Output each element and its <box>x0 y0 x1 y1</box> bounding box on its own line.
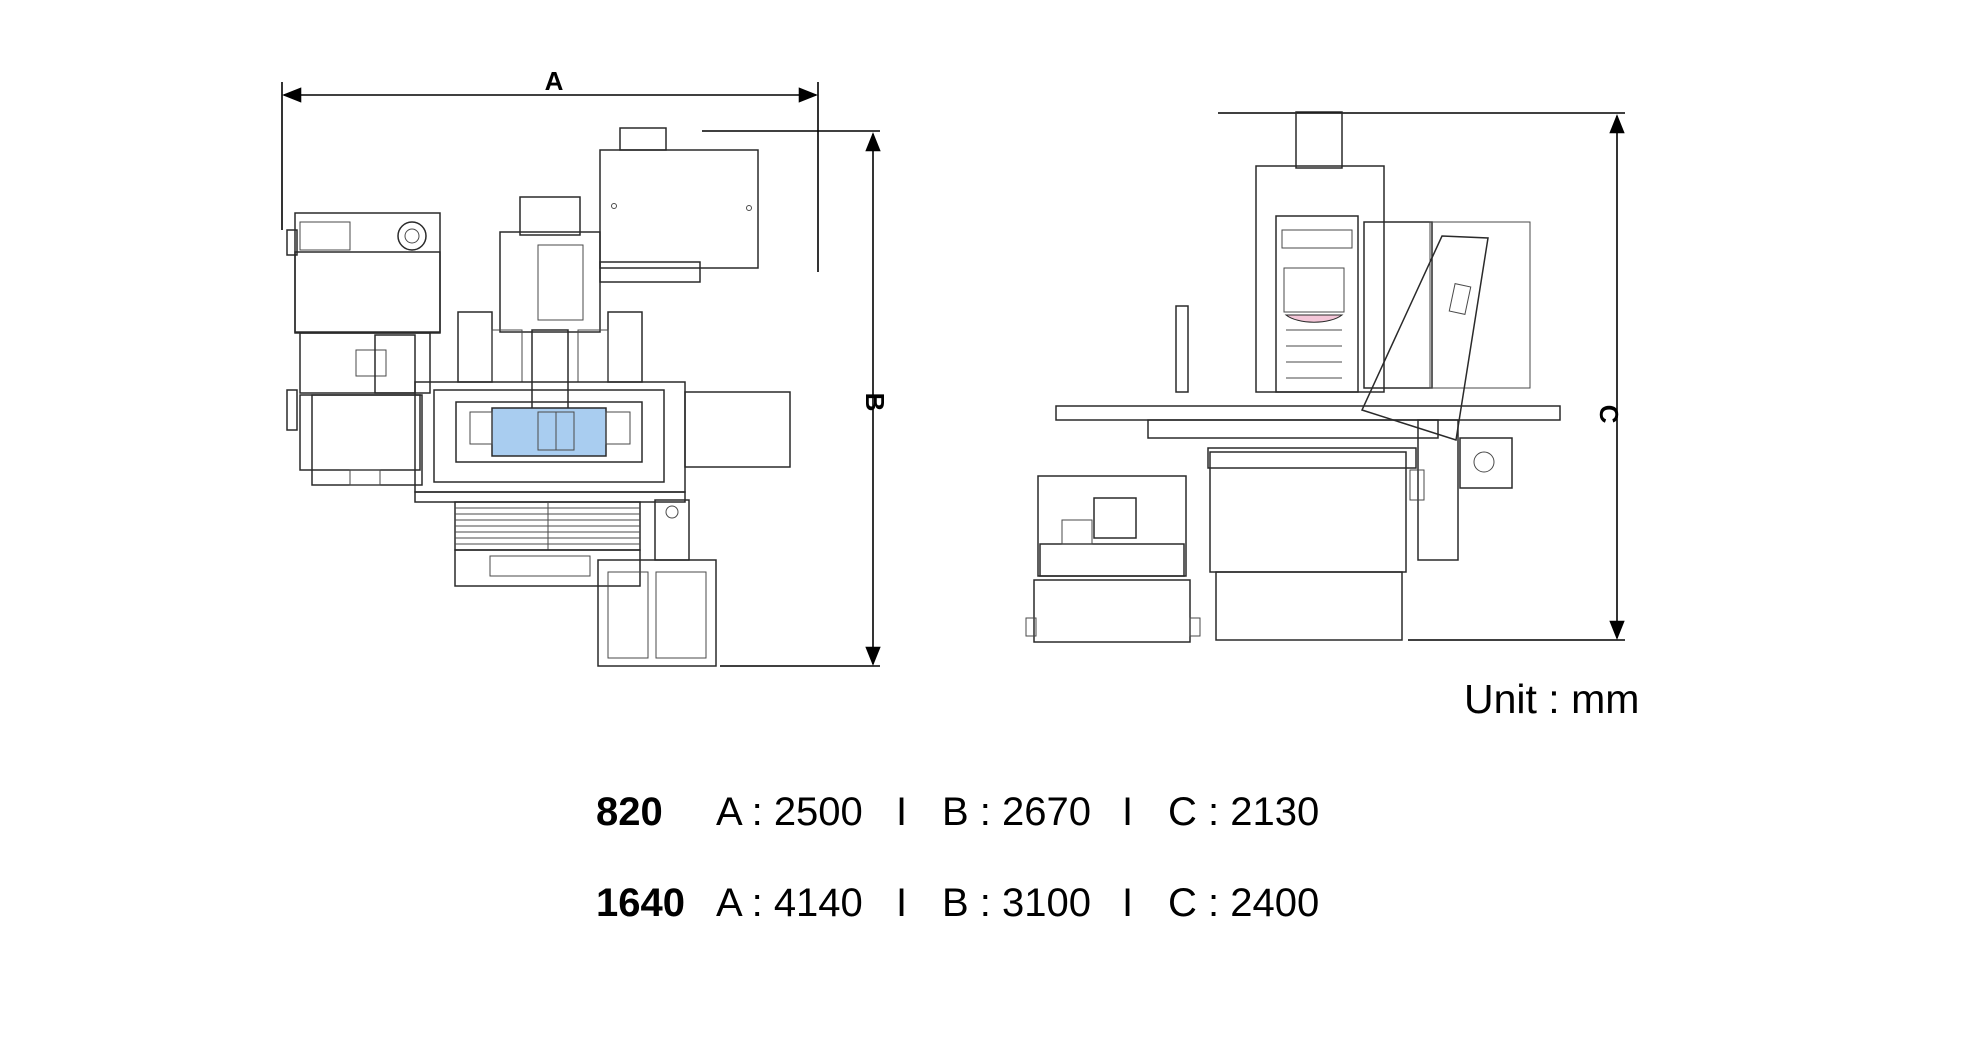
dimension-b-label: B <box>860 393 890 412</box>
dimension-a-value: A : 2500 <box>716 790 863 834</box>
side-view-machine: C <box>1025 111 1625 643</box>
dimension-c-value: C : 2130 <box>1168 790 1320 834</box>
separator: I <box>1122 790 1134 834</box>
grinding-wheel-highlight <box>1284 314 1344 323</box>
dimension-c-label: C <box>1594 405 1624 424</box>
separator: I <box>896 790 908 834</box>
magnetic-table-highlight <box>491 407 607 457</box>
model-number: 1640 <box>596 881 685 925</box>
model-number: 820 <box>596 790 663 834</box>
separator: I <box>1122 881 1134 925</box>
dimension-c-value: C : 2400 <box>1168 881 1320 925</box>
top-view-machine: A B <box>281 66 890 667</box>
dimension-b-value: B : 2670 <box>942 790 1092 834</box>
dimension-a-label: A <box>545 66 564 96</box>
unit-label: Unit : mm <box>1464 676 1640 722</box>
dimension-b-value: B : 3100 <box>942 881 1092 925</box>
dimension-a-value: A : 4140 <box>716 881 863 925</box>
separator: I <box>896 881 908 925</box>
